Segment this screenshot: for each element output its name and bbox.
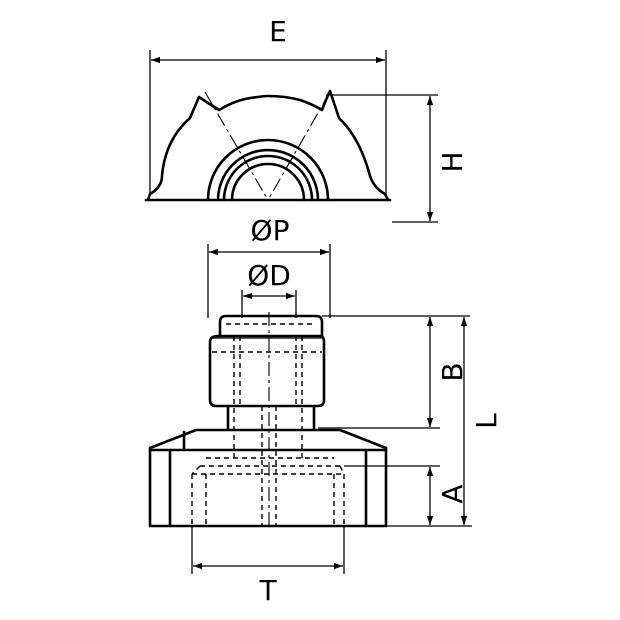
- neck: [226, 404, 316, 430]
- label-a: A: [436, 484, 469, 503]
- thread-flank-right: [339, 465, 345, 475]
- internal-bore: [212, 323, 322, 458]
- side-view: [148, 244, 472, 574]
- top-view: [144, 50, 438, 223]
- collet-ring: [222, 154, 314, 202]
- internal-thread: [191, 457, 345, 526]
- body-ring: [208, 334, 326, 408]
- label-p: ØP: [251, 214, 290, 247]
- label-d: ØD: [247, 259, 291, 292]
- label-b: B: [436, 362, 469, 381]
- label-t: T: [258, 574, 277, 607]
- centerline-left: [204, 91, 269, 201]
- hex-flange: [148, 428, 388, 528]
- label-h: H: [436, 151, 469, 172]
- bore-ring: [230, 162, 306, 202]
- label-e: E: [269, 15, 287, 48]
- top-view-outline: [146, 89, 390, 202]
- centerline-right: [267, 91, 331, 201]
- collet-head: [218, 314, 324, 338]
- label-l: L: [470, 413, 503, 429]
- thread-flank-left: [191, 465, 201, 475]
- outer-ring: [206, 138, 330, 202]
- outer-ring-inner: [216, 148, 320, 202]
